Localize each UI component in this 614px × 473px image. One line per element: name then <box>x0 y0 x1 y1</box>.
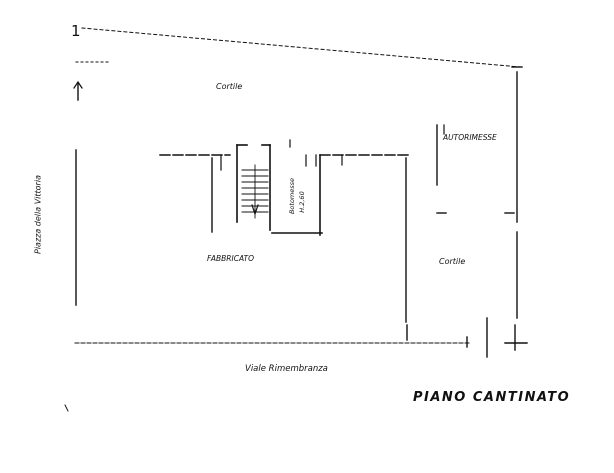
label-viale: Viale Rimembranza <box>245 364 328 374</box>
stair-treads <box>241 164 269 219</box>
label-autorimesse: AUTORIMESSE <box>443 133 497 142</box>
label-piazza: Piazza della Vittoria <box>33 175 43 254</box>
north-mark: 1 <box>71 22 81 40</box>
north-arrow-head <box>73 80 83 89</box>
label-fabbricato: FABBRICATO <box>207 254 255 263</box>
label-cortile-right: Cortile <box>439 257 466 266</box>
stair-arrow <box>251 204 259 216</box>
top-boundary-line <box>81 27 521 68</box>
drawing-title: PIANO CANTINATO <box>413 390 571 405</box>
label-vano-2: H.2,60 <box>298 191 306 213</box>
label-cortile-top: Cortile <box>216 82 243 91</box>
label-vano-1: Botomesse <box>288 177 296 215</box>
bottom-left-mark <box>64 404 69 412</box>
